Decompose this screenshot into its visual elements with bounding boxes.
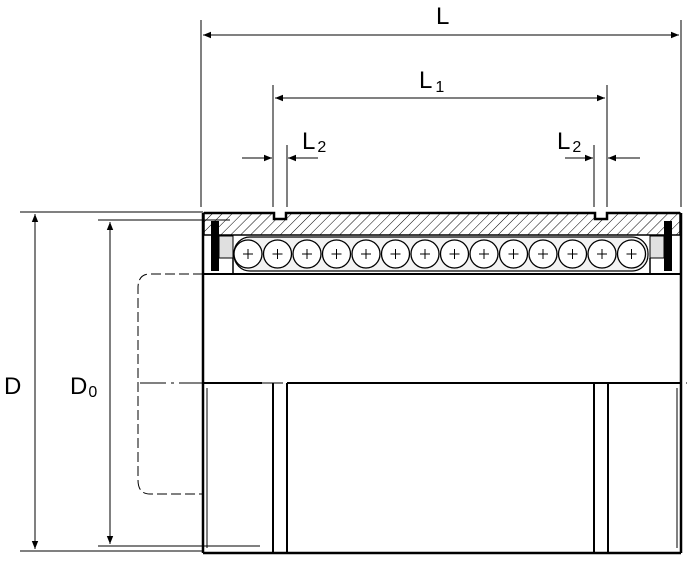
bearing-exterior	[203, 382, 681, 553]
bearing-ball	[616, 239, 647, 269]
label-L: L	[436, 3, 449, 30]
dimension-lines	[31, 31, 679, 549]
bearing-ball	[439, 239, 470, 269]
bearing-ball	[557, 239, 588, 269]
bearing-ball	[498, 239, 529, 269]
ball-row	[233, 239, 647, 269]
groove-notch-left	[274, 211, 286, 219]
label-D: D	[4, 373, 21, 400]
bearing-ball	[469, 239, 499, 269]
hidden-shaft-outline	[137, 273, 203, 495]
seal-right	[664, 221, 672, 271]
bearing-ball	[321, 239, 352, 269]
bearing-ball	[410, 239, 440, 269]
bearing-ball	[262, 239, 293, 269]
bearing-ball	[292, 239, 322, 269]
bearing-ball	[380, 239, 411, 269]
bearing-ball	[587, 239, 617, 269]
extension-lines	[20, 20, 682, 552]
retainer-right	[649, 235, 665, 259]
label-D0: D0	[70, 373, 97, 401]
bearing-ball	[351, 239, 381, 269]
groove-notch-right	[595, 211, 607, 219]
retainer-left	[218, 235, 234, 259]
bearing-ball	[528, 239, 558, 269]
seal-left	[211, 221, 219, 271]
bearing-ball	[233, 239, 263, 269]
